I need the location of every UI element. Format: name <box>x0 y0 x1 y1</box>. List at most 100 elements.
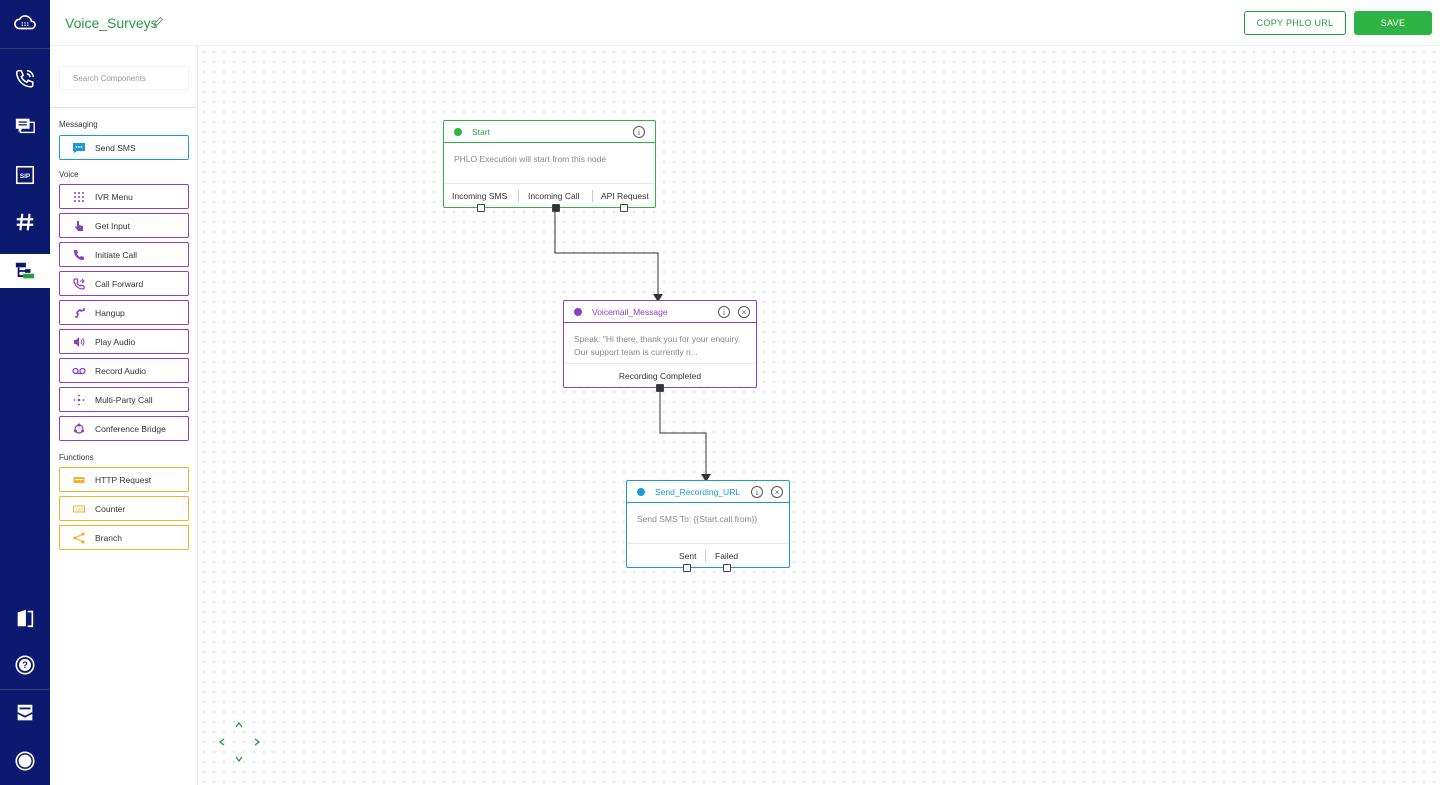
output-separator <box>705 550 706 562</box>
port-api-request[interactable] <box>620 204 628 212</box>
info-icon[interactable]: i <box>718 306 730 318</box>
multiparty-icon <box>72 394 86 406</box>
help-icon[interactable]: ? <box>0 648 50 682</box>
node-title: Voicemail_Message <box>592 306 668 317</box>
component-multi-party-call[interactable]: Multi-Party Call <box>59 387 189 412</box>
hangup-icon <box>72 307 86 319</box>
node-title: Start <box>472 126 490 137</box>
top-bar: Voice_Surveys COPY PHLO URL SAVE <box>50 0 1440 46</box>
component-record-audio[interactable]: Record Audio <box>59 358 189 383</box>
section-voice: Voice <box>59 170 79 179</box>
phlo-flow-icon[interactable] <box>0 254 50 288</box>
component-hangup[interactable]: Hangup <box>59 300 189 325</box>
output-label: Sent <box>679 550 697 561</box>
component-label: Conference Bridge <box>95 423 166 434</box>
http-icon <box>72 474 86 486</box>
cloud-logo-icon[interactable] <box>0 6 50 40</box>
messaging-icon[interactable] <box>0 109 50 143</box>
component-http-request[interactable]: HTTP Request <box>59 467 189 492</box>
docs-book-icon[interactable] <box>0 601 50 635</box>
output-label: Failed <box>715 550 739 561</box>
sip-icon[interactable]: SIP <box>0 158 50 192</box>
panel-divider <box>50 107 198 108</box>
component-play-audio[interactable]: Play Audio <box>59 329 189 354</box>
output-label: Recording Completed <box>618 370 702 381</box>
svg-text:?: ? <box>22 660 28 670</box>
copy-phlo-url-button[interactable]: COPY PHLO URL <box>1244 11 1346 35</box>
component-send-sms[interactable]: Send SMS <box>59 135 189 160</box>
account-circle-icon[interactable] <box>0 744 50 778</box>
arrowhead-icon <box>653 294 663 302</box>
status-dot <box>574 307 582 316</box>
save-button[interactable]: SAVE <box>1354 11 1432 35</box>
close-icon[interactable]: × <box>771 486 783 498</box>
status-dot <box>454 127 462 136</box>
node-title: Send_Recording_URL <box>655 486 741 497</box>
component-label: Record Audio <box>95 365 147 376</box>
rail-divider <box>0 689 50 690</box>
output-label: Incoming Call <box>528 190 580 201</box>
pan-down-icon[interactable] <box>232 752 246 766</box>
port-recording-completed[interactable] <box>656 384 664 392</box>
component-label: Get Input <box>95 220 130 231</box>
node-description: Speak: "Hi there, thank you for your enq… <box>574 334 741 357</box>
arrowhead-icon <box>701 474 711 482</box>
pencil-edit-icon[interactable] <box>152 15 164 33</box>
port-failed[interactable] <box>723 564 731 572</box>
component-call-forward[interactable]: Call Forward <box>59 271 189 296</box>
pan-up-icon[interactable] <box>232 718 246 732</box>
output-label: Incoming SMS <box>452 190 508 201</box>
port-incoming-sms[interactable] <box>477 204 485 212</box>
svg-text:SIP: SIP <box>20 173 31 180</box>
voice-calls-icon[interactable] <box>0 62 50 96</box>
output-separator <box>592 190 593 202</box>
phlo-title[interactable]: Voice_Surveys <box>65 15 158 31</box>
close-icon[interactable]: × <box>738 306 750 318</box>
connector-start-to-voicemail <box>554 208 659 296</box>
node-description: Send SMS To: {{Start.call.from}} <box>637 514 758 524</box>
node-send-recording-url[interactable]: Send_Recording_URL i × Send SMS To: {{St… <box>626 480 790 572</box>
component-ivr-menu[interactable]: IVR Menu <box>59 184 189 209</box>
node-outputs: Sent Failed <box>627 543 789 567</box>
speaker-icon <box>72 336 86 348</box>
component-counter[interactable]: 123 Counter <box>59 496 189 521</box>
connector-voicemail-to-sms <box>659 388 707 476</box>
output-separator <box>518 190 519 202</box>
node-description: PHLO Execution will start from this node <box>454 154 607 164</box>
node-voicemail-message[interactable]: Voicemail_Message i × Speak: "Hi there, … <box>563 300 757 392</box>
touch-input-icon <box>72 220 86 232</box>
search-components-input[interactable]: Search Components <box>59 66 189 90</box>
component-label: IVR Menu <box>95 191 133 202</box>
status-dot <box>637 487 645 496</box>
component-branch[interactable]: Branch <box>59 525 189 550</box>
section-messaging: Messaging <box>59 120 98 129</box>
section-functions: Functions <box>59 453 94 462</box>
support-inbox-icon[interactable] <box>0 696 50 730</box>
port-incoming-call[interactable] <box>552 204 560 212</box>
component-conference-bridge[interactable]: Conference Bridge <box>59 416 189 441</box>
flow-canvas[interactable] <box>199 47 1440 785</box>
node-header: Send_Recording_URL i × <box>627 481 789 503</box>
output-label: API Request <box>601 190 649 201</box>
component-label: Call Forward <box>95 278 144 289</box>
keypad-icon <box>72 191 86 203</box>
info-icon[interactable]: i <box>633 126 645 138</box>
info-icon[interactable]: i <box>751 486 763 498</box>
component-label: Multi-Party Call <box>95 394 153 405</box>
numbers-hash-icon[interactable] <box>0 205 50 239</box>
components-panel: Search Components Messaging Send SMS Voi… <box>50 46 198 785</box>
component-label: Branch <box>95 532 122 543</box>
pan-left-icon[interactable] <box>215 735 229 749</box>
phone-icon <box>72 249 86 261</box>
pan-right-icon[interactable] <box>250 735 264 749</box>
rail-divider <box>0 48 50 49</box>
conference-icon <box>72 423 86 435</box>
port-sent[interactable] <box>683 564 691 572</box>
component-initiate-call[interactable]: Initiate Call <box>59 242 189 267</box>
node-outputs: Incoming SMS Incoming Call API Request <box>444 183 655 207</box>
node-start[interactable]: Start i PHLO Execution will start from t… <box>443 120 656 212</box>
component-label: Play Audio <box>95 336 136 347</box>
node-header: Start i <box>444 121 655 143</box>
component-get-input[interactable]: Get Input <box>59 213 189 238</box>
